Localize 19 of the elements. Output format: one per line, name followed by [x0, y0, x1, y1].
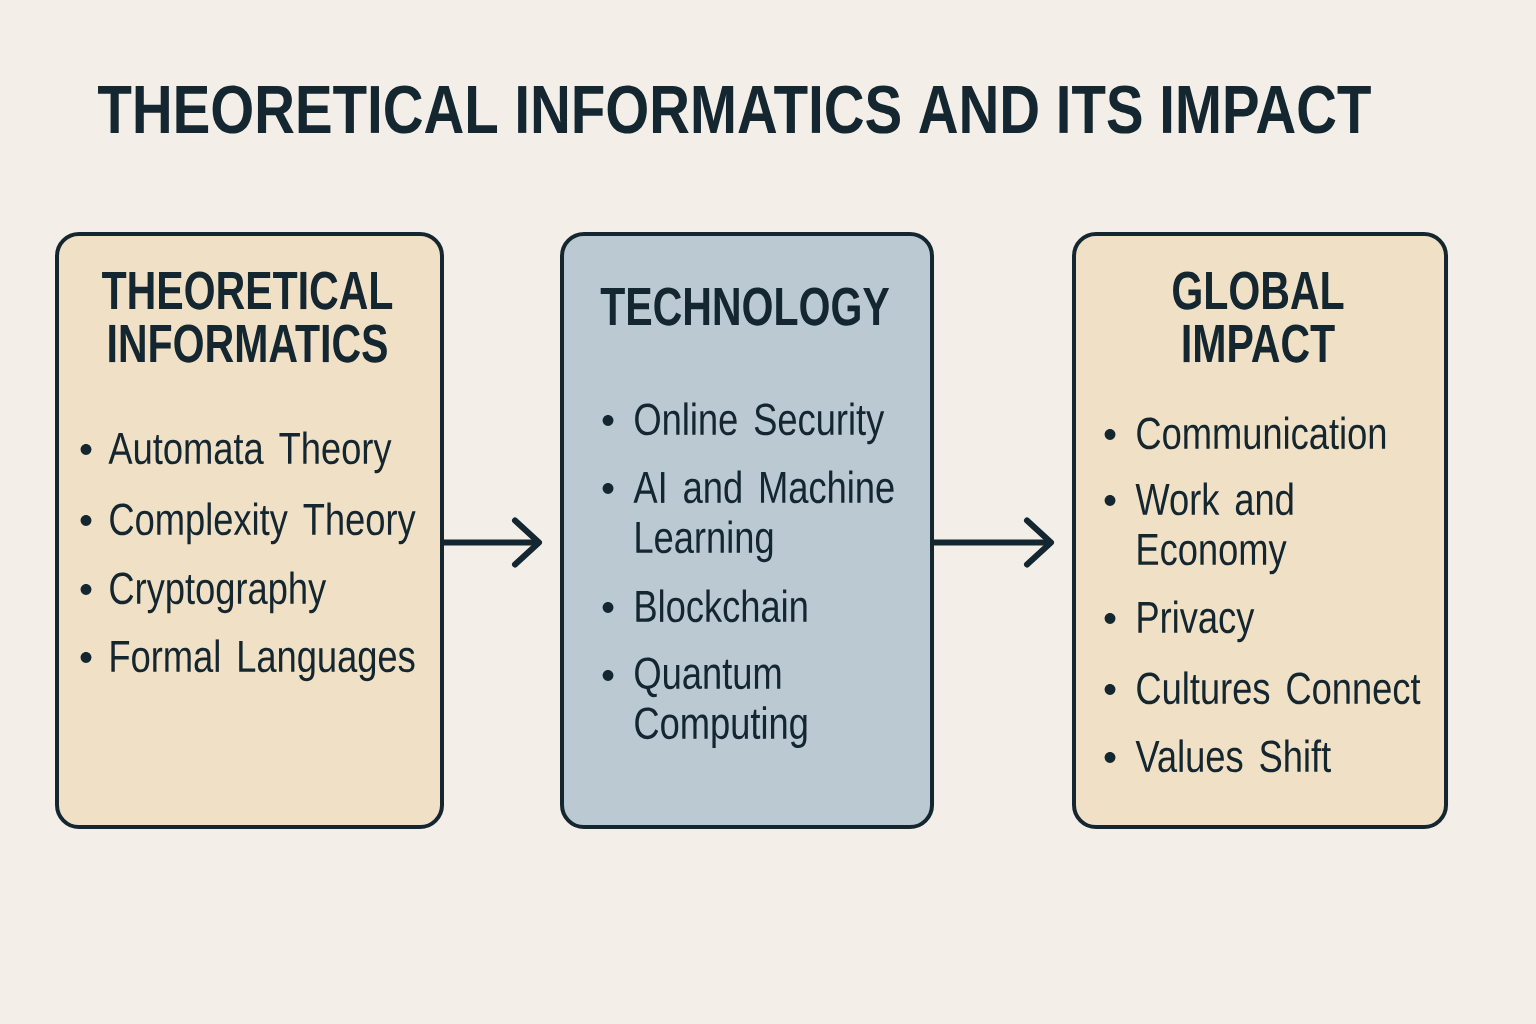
list-item: Cryptography [110, 571, 327, 614]
title: THEORETICAL INFORMATICS AND ITS IMPACT [98, 85, 1371, 134]
list-item: Blockchain [636, 589, 807, 623]
box-heading: GLOBAL IMPACT [1173, 271, 1344, 363]
box-heading: TECHNOLOGY [600, 287, 890, 326]
list-item: Online Security [635, 402, 885, 445]
list-item: Communication [1137, 416, 1386, 450]
list-item: Quantum Computing [635, 657, 807, 748]
list-item: Values Shift [1135, 739, 1331, 773]
arrow [441, 517, 542, 568]
list-item: Automata Theory [108, 431, 392, 474]
list-item: Work and Economy [1135, 482, 1293, 575]
list-item: AI and Machine Learning [633, 470, 894, 563]
list-item: Formal Languages [111, 639, 415, 682]
list-item: Complexity Theory [110, 502, 416, 545]
box-heading: THEORETICAL INFORMATICS [102, 271, 393, 363]
list-item: Cultures Connect [1137, 671, 1421, 705]
arrow [931, 517, 1054, 568]
list-item: Privacy [1138, 600, 1255, 643]
